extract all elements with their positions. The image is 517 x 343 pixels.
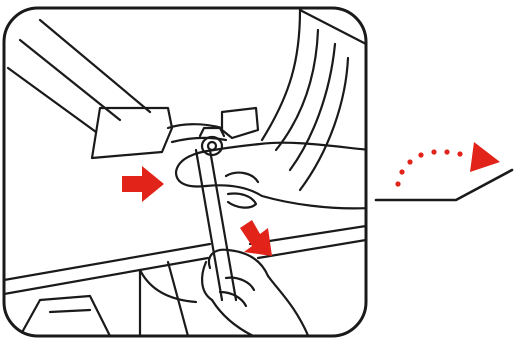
close-up-illustration-panel (2, 6, 368, 338)
hinge-flap-right (220, 106, 260, 140)
fold-line (374, 168, 514, 202)
fold-arc-arrow-icon (470, 142, 500, 172)
frame-back-bars (6, 18, 152, 134)
push-arrow-icon (122, 166, 164, 202)
panel-frame (2, 6, 368, 338)
frame-tube (194, 148, 238, 302)
frame-bottom-bars (4, 224, 366, 336)
fold-arc-dots (395, 149, 463, 187)
canopy-fabric (260, 8, 366, 192)
pull-down-arrow-icon (240, 220, 272, 256)
fold-direction-indicator (374, 142, 514, 202)
left-hand (200, 248, 312, 336)
right-hand (174, 141, 366, 210)
hinge-flap-left (90, 106, 174, 160)
